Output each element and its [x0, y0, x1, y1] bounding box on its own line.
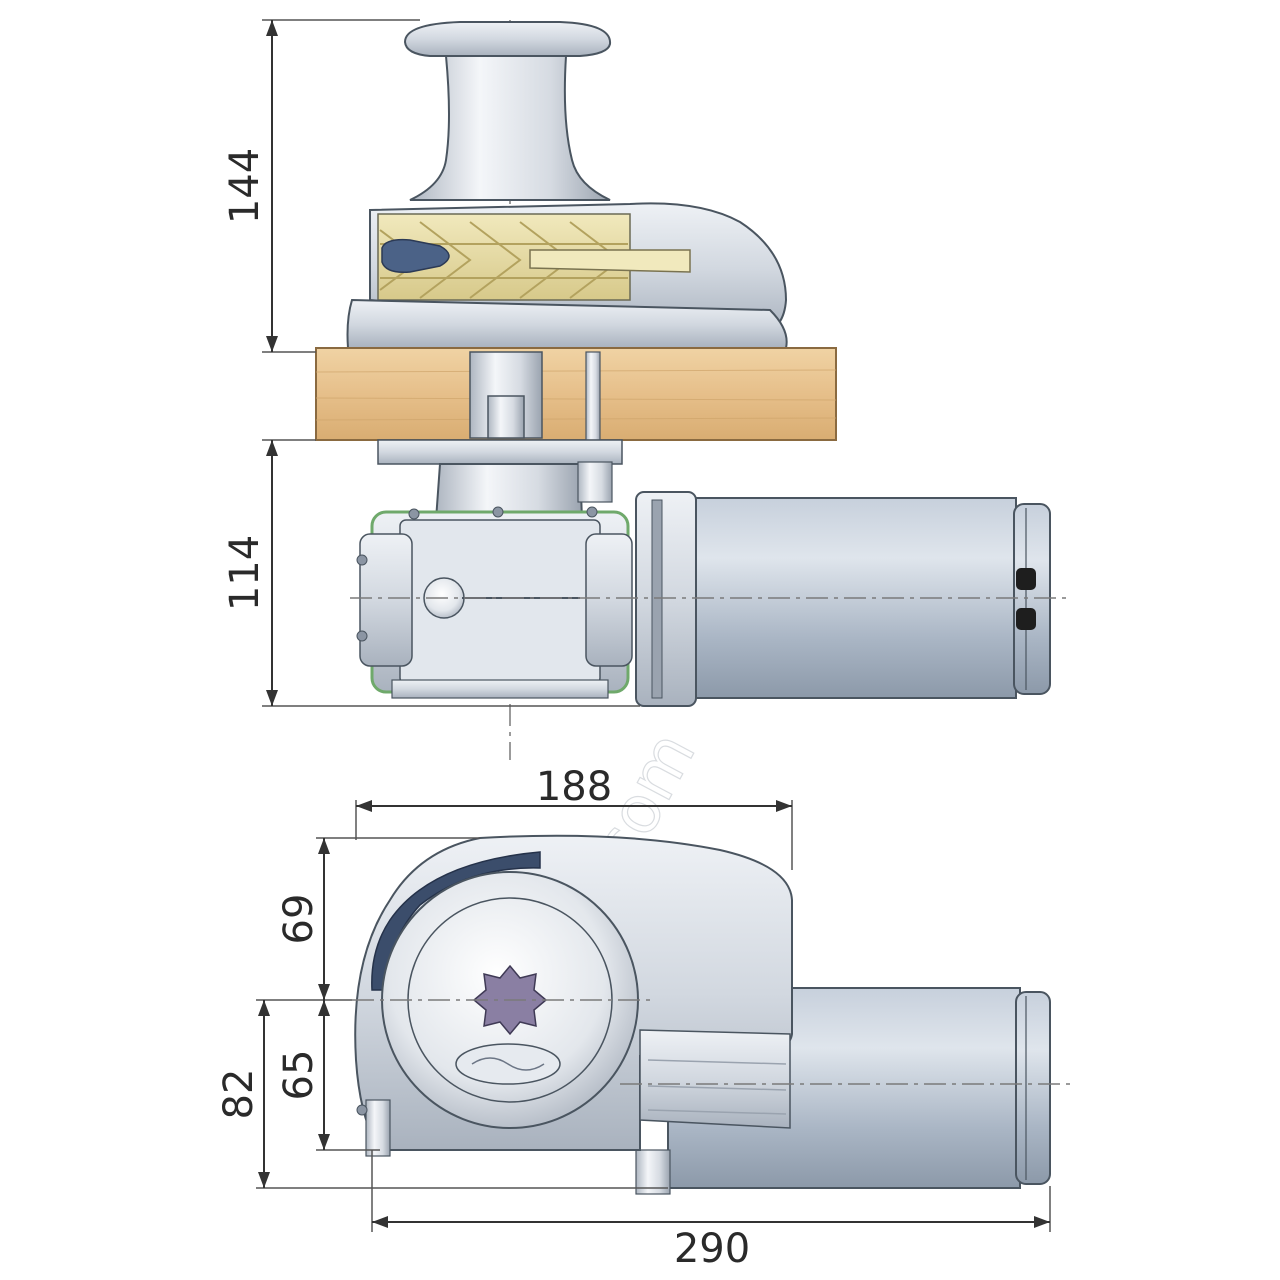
- dimension-label-290: 290: [674, 1226, 750, 1272]
- deck-flange-lower: [377, 439, 623, 465]
- dimension-label-114: 114: [222, 535, 268, 611]
- dimension-lower-depth-outer: 82: [216, 999, 668, 1189]
- dimension-lower-depth-inner: 65: [276, 1000, 380, 1151]
- motor-terminal: [1016, 568, 1036, 590]
- capstan-cap: [403, 21, 612, 57]
- dimension-label-188: 188: [536, 764, 612, 810]
- dimension-top-width: 188: [355, 764, 793, 870]
- dimension-total-length: 290: [371, 1150, 1051, 1272]
- capstan-drum: [409, 55, 611, 201]
- dimension-upper-depth: 69: [276, 837, 480, 1001]
- top-view: [352, 834, 1074, 1195]
- dimension-height-below-deck: 114: [222, 439, 640, 707]
- dimension-label-69: 69: [276, 894, 322, 945]
- mounting-stud: [585, 351, 601, 441]
- deck-board: [315, 347, 837, 441]
- motor-end-cap: [1013, 503, 1051, 695]
- dimension-label-82: 82: [216, 1069, 262, 1120]
- dimension-label-65: 65: [276, 1050, 322, 1101]
- dimension-height-above-deck: 144: [222, 19, 420, 353]
- dimension-label-144: 144: [222, 148, 268, 224]
- motor-end-cap-top: [1015, 991, 1051, 1185]
- motor-terminal: [1016, 608, 1036, 630]
- side-view: [315, 20, 1070, 760]
- motor-flange: [635, 491, 697, 707]
